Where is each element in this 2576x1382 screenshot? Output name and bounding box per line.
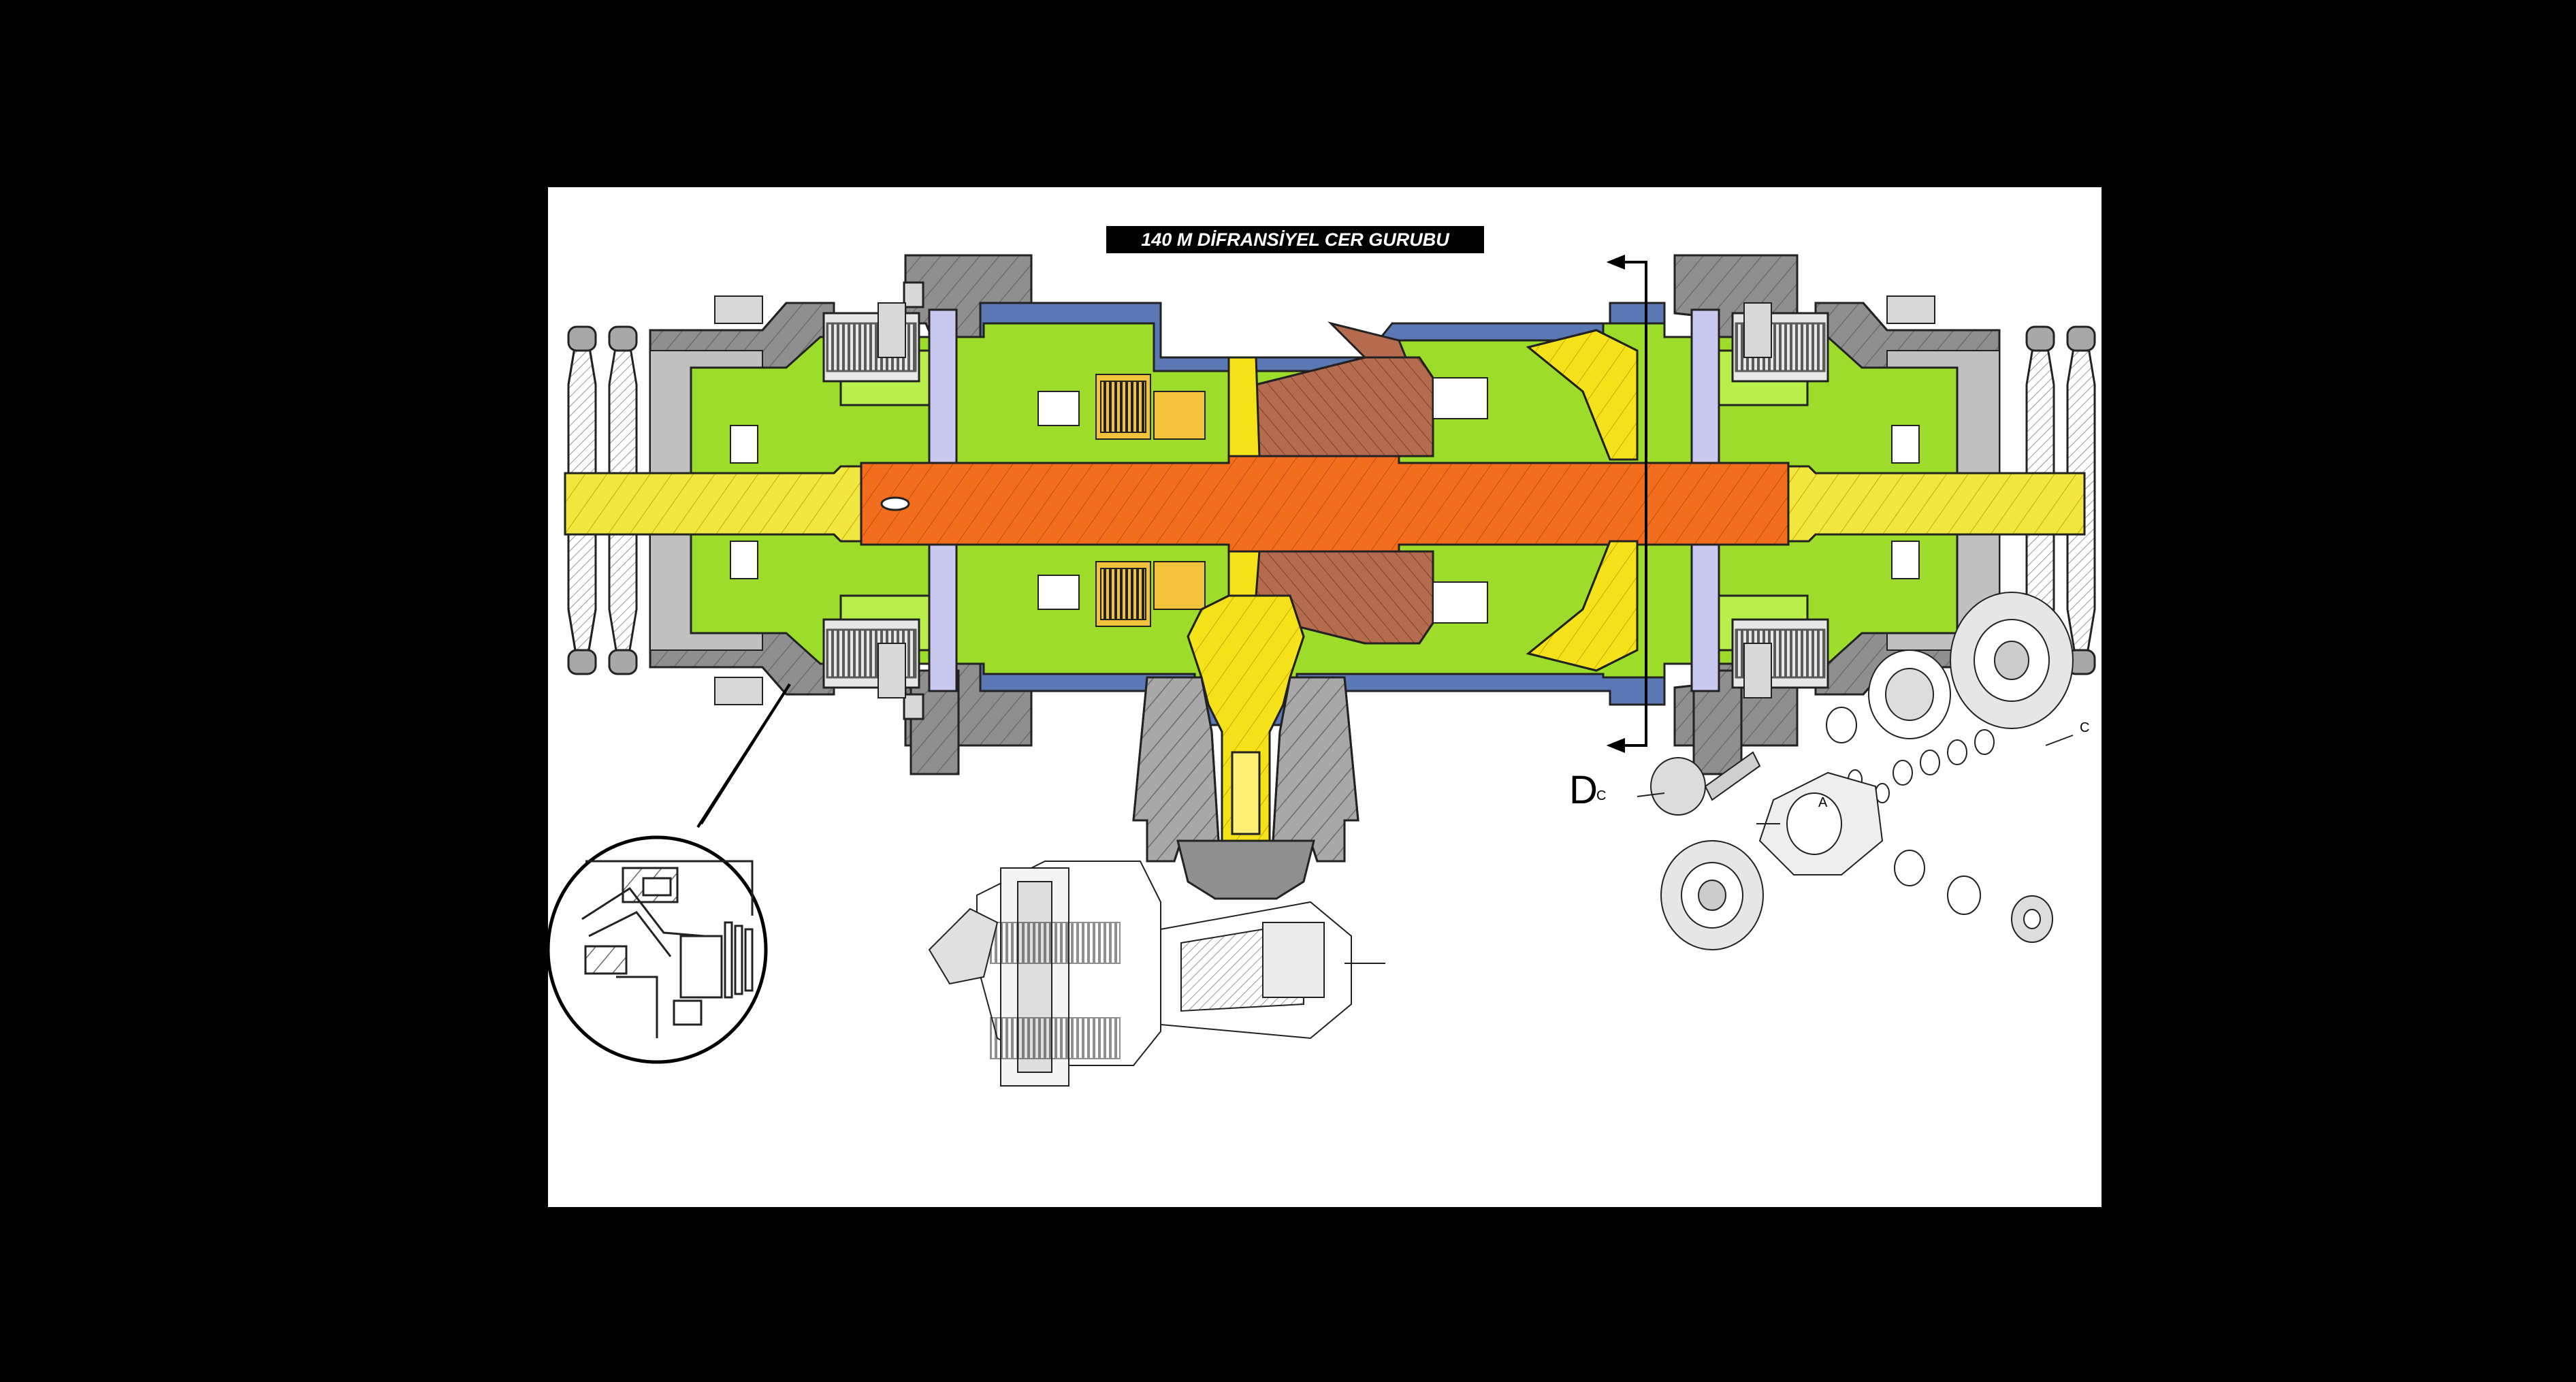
differential-drawing: C A C D [548, 254, 2096, 1087]
bolts [714, 295, 1935, 705]
left-clutch-pack [1095, 374, 1206, 627]
isometric-cutaway [928, 861, 1385, 1087]
callout-a: A [1818, 795, 1828, 810]
bevel-gear [1227, 356, 1261, 597]
drawing-sheet: C A C D 140 M DİFRANSİYEL CER GURUBU [548, 187, 2102, 1207]
detail-callout [548, 683, 791, 1064]
callout-c-right: C [2080, 720, 2089, 735]
section-cut-line [1606, 255, 1647, 753]
right-ring-gear [1526, 329, 1639, 672]
pinion-input [1187, 594, 1305, 842]
bearings [730, 377, 1920, 624]
section-label-d: D [1569, 768, 1598, 812]
right-axle-shaft [1787, 465, 2086, 543]
callout-c-left: C [1596, 788, 1606, 803]
exploded-view [1637, 592, 2074, 950]
pinion-housing [1132, 676, 1359, 900]
title-banner: 140 M DİFRANSİYEL CER GURUBU [1106, 226, 1484, 253]
main-cross-section [564, 254, 2096, 900]
central-orange-shaft [860, 455, 1790, 553]
left-axle-shaft [564, 465, 863, 543]
